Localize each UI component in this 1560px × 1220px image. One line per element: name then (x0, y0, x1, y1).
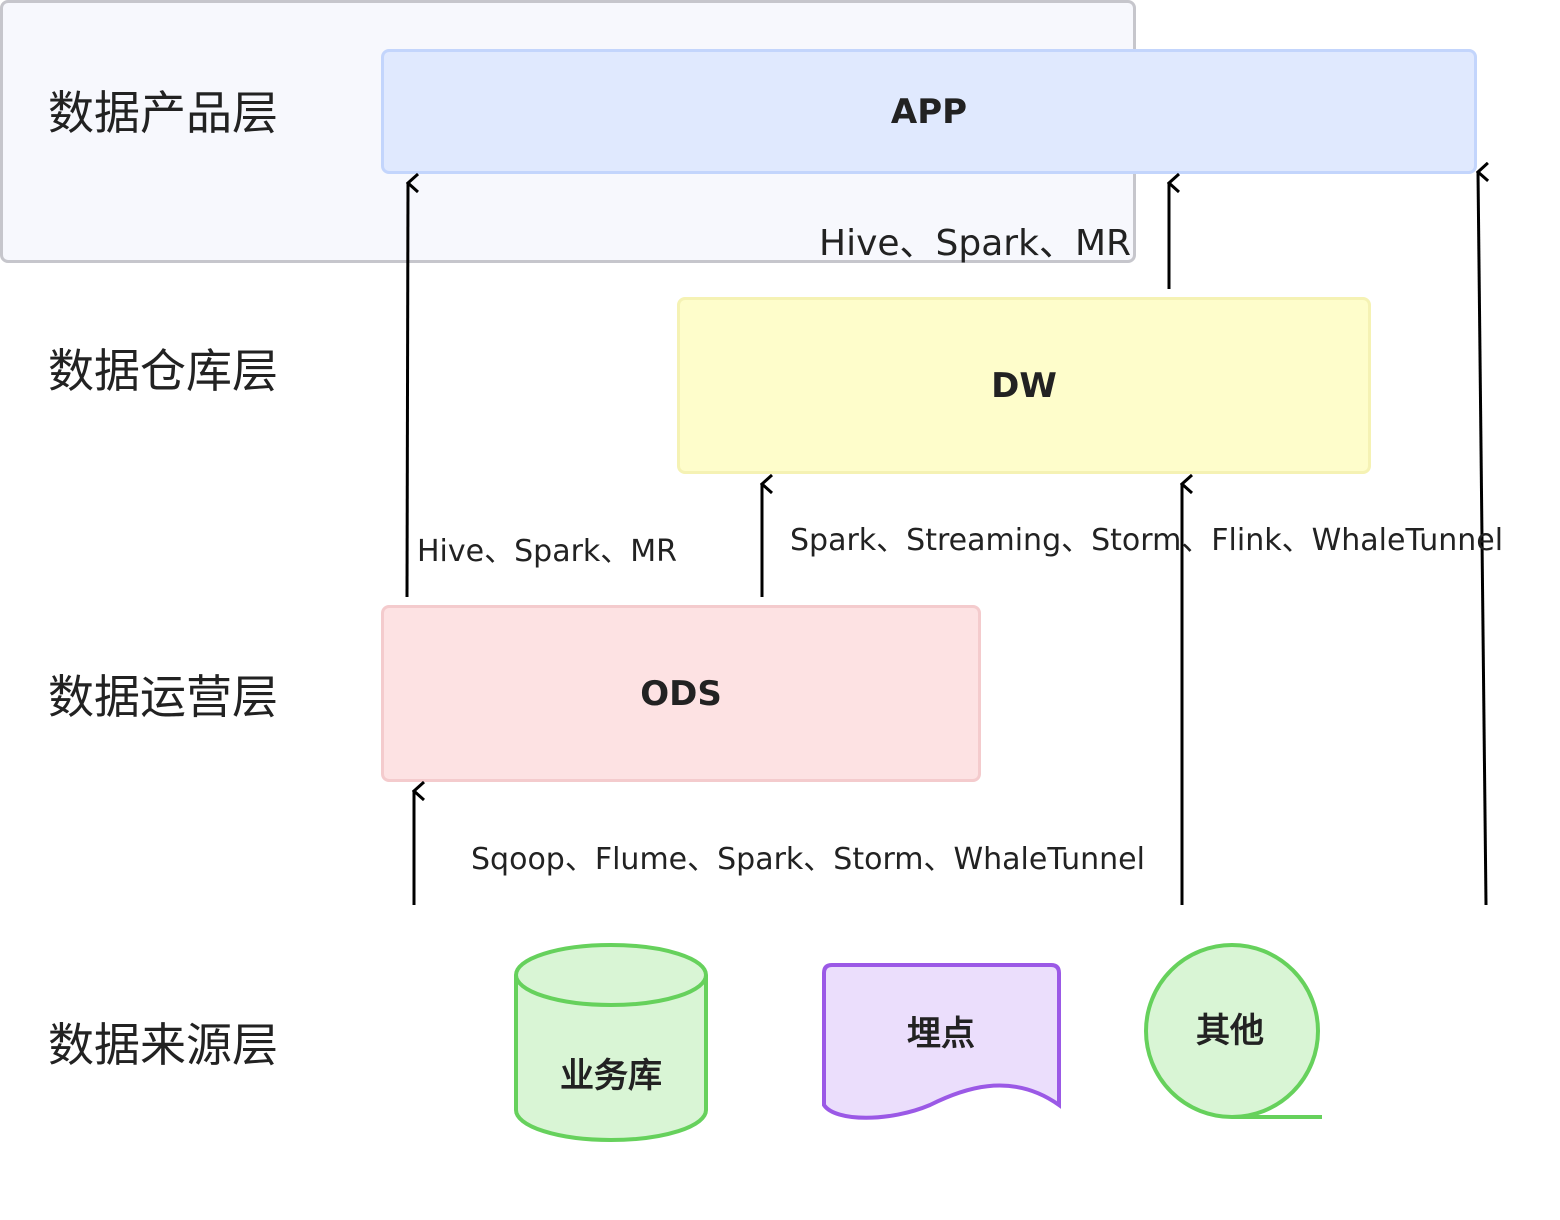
source-tracking-label: 埋点 (907, 1014, 975, 1054)
tracking-document-shape (822, 963, 1061, 1120)
flow-label-ods-to-app: Hive、Spark、MR (417, 534, 678, 569)
arrow-ods-to-app (405, 183, 408, 598)
layer-label-source: 数据来源层 (48, 1018, 278, 1072)
dw-box: DW (677, 297, 1371, 474)
flow-label-to-dw: Spark、Streaming、Storm、Flink、WhaleTunnel (790, 523, 1504, 558)
ods-box-label: ODS (640, 673, 722, 714)
app-box: APP (381, 49, 1477, 174)
layer-label-warehouse: 数据仓库层 (48, 344, 278, 398)
arrow-source-to-app (1478, 172, 1486, 906)
layer-label-product: 数据产品层 (48, 86, 278, 140)
flow-label-to-ods: Sqoop、Flume、Spark、Storm、WhaleTunnel (471, 842, 1145, 877)
database-cylinder-shape (514, 943, 708, 1142)
dw-box-label: DW (991, 365, 1057, 406)
source-other-label: 其他 (1196, 1011, 1264, 1051)
flow-label-dw-to-app: Hive、Spark、MR (819, 223, 1132, 264)
ods-box: ODS (381, 605, 981, 782)
app-box-label: APP (890, 91, 968, 132)
source-db-label: 业务库 (560, 1056, 662, 1096)
other-circle-shape (1144, 943, 1322, 1119)
layer-label-ops: 数据运营层 (48, 670, 278, 724)
